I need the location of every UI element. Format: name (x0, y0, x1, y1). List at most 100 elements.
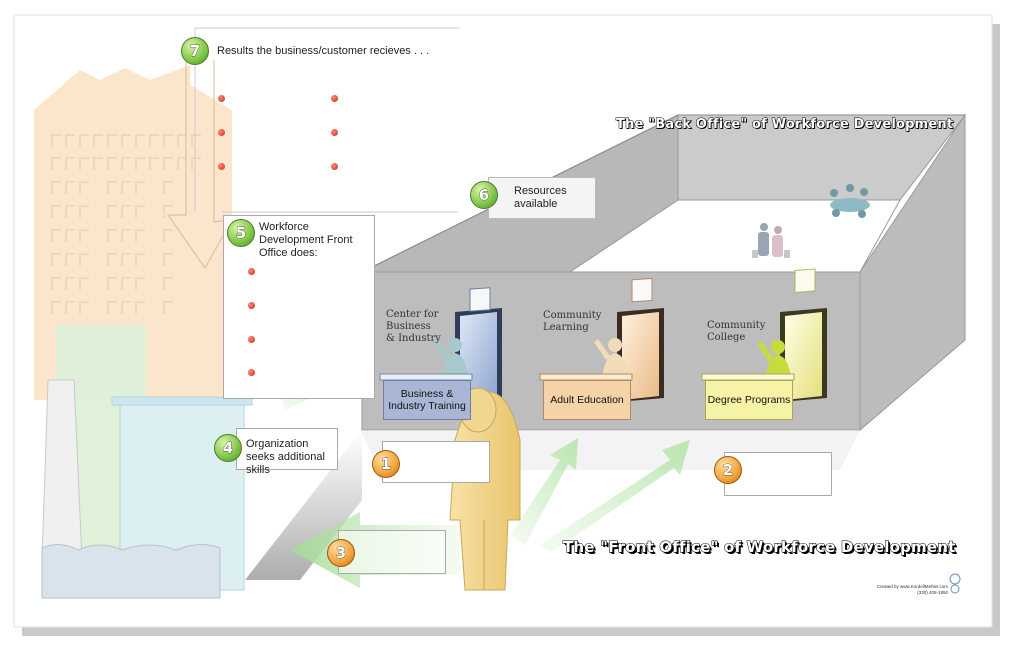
building-window (107, 253, 117, 266)
building-window (121, 157, 131, 170)
building-window (135, 205, 145, 218)
building-window (51, 277, 61, 290)
building-window (107, 205, 117, 218)
sign-business: Center for Business & Industry (386, 309, 441, 344)
desk-adult-education: Adult Education (543, 380, 631, 420)
building-window (79, 181, 89, 194)
building-window (107, 157, 117, 170)
building-window (79, 205, 89, 218)
building-window (65, 277, 75, 290)
clerk-business (433, 338, 468, 378)
tall-building (34, 65, 232, 400)
building-window (121, 229, 131, 242)
building-window (191, 157, 201, 170)
bullet (331, 129, 338, 136)
building-window (93, 134, 103, 147)
building-window (51, 301, 61, 314)
step-4-box (236, 428, 338, 470)
step-4-label: Organization seeks additional skills (246, 438, 325, 476)
sign-college: Community College (707, 320, 766, 343)
step-7-badge: 7 (181, 37, 209, 65)
bullet (248, 268, 255, 275)
factory-base (41, 544, 221, 599)
back-office-title: The "Back Office" of Workforce Developme… (616, 117, 954, 133)
building-window (135, 301, 145, 314)
building-window (65, 253, 75, 266)
building-window (163, 134, 173, 147)
bullet (248, 336, 255, 343)
step-4-badge: 4 (214, 434, 242, 462)
building-window (65, 205, 75, 218)
building-window (135, 277, 145, 290)
building-window (79, 229, 89, 242)
building-window (135, 181, 145, 194)
building-window (163, 277, 173, 290)
logo-mark (949, 573, 961, 594)
arrow-to-college (540, 440, 690, 552)
step-7-label: Results the business/customer recieves .… (217, 45, 430, 57)
meeting-table-icon (830, 184, 870, 218)
step-3-badge: 3 (327, 539, 355, 567)
arrow-to-learning (510, 438, 578, 545)
building-window (107, 229, 117, 242)
building-window (163, 181, 173, 194)
building-window (163, 229, 173, 242)
building-window (65, 181, 75, 194)
step-5-label: Workforce Development Front Office does: (259, 221, 353, 259)
building-window (121, 301, 131, 314)
building-window (107, 181, 117, 194)
building-window (163, 205, 173, 218)
building-window (107, 134, 117, 147)
building-window (121, 134, 131, 147)
building-window (191, 134, 201, 147)
bullet (218, 163, 225, 170)
building-window (135, 157, 145, 170)
building-window (121, 181, 131, 194)
step-5-badge: 5 (227, 219, 255, 247)
step-5-box (223, 215, 375, 399)
building-window (65, 134, 75, 147)
building-window (79, 134, 89, 147)
building-window (177, 157, 187, 170)
building-window (79, 277, 89, 290)
clerk-learning (594, 338, 628, 378)
building-window (149, 134, 159, 147)
bullet (218, 95, 225, 102)
building-window (135, 253, 145, 266)
building-window (135, 134, 145, 147)
building-window (65, 157, 75, 170)
building-window (51, 157, 61, 170)
credit-line-1: Created by www.KordellMehler.com (876, 584, 948, 589)
building-window (107, 301, 117, 314)
credit-line-2: (330) 405-1850 (917, 590, 948, 595)
step-3-box (338, 530, 446, 574)
building-window (65, 301, 75, 314)
building-window (107, 277, 117, 290)
building-window (93, 157, 103, 170)
desk-business-training: Business & Industry Training (383, 380, 471, 420)
bullet (248, 302, 255, 309)
building-window (135, 229, 145, 242)
bullet (248, 369, 255, 376)
building-window (121, 277, 131, 290)
building-window (79, 157, 89, 170)
step-6-label: Resources available (514, 185, 567, 210)
step-1-badge: 1 (372, 450, 400, 478)
front-office-title: The "Front Office" of Workforce Developm… (563, 538, 956, 557)
sign-learning: Community Learning (543, 310, 602, 333)
building-window (51, 181, 61, 194)
bullet (218, 129, 225, 136)
building-window (51, 134, 61, 147)
building-window (51, 229, 61, 242)
bullet (331, 95, 338, 102)
building-window (51, 253, 61, 266)
building-window (121, 253, 131, 266)
step-6-badge: 6 (470, 181, 498, 209)
building-window (79, 301, 89, 314)
building-window (163, 253, 173, 266)
building-window (149, 157, 159, 170)
bullet (331, 163, 338, 170)
building-window (51, 205, 61, 218)
business-people (752, 223, 790, 258)
